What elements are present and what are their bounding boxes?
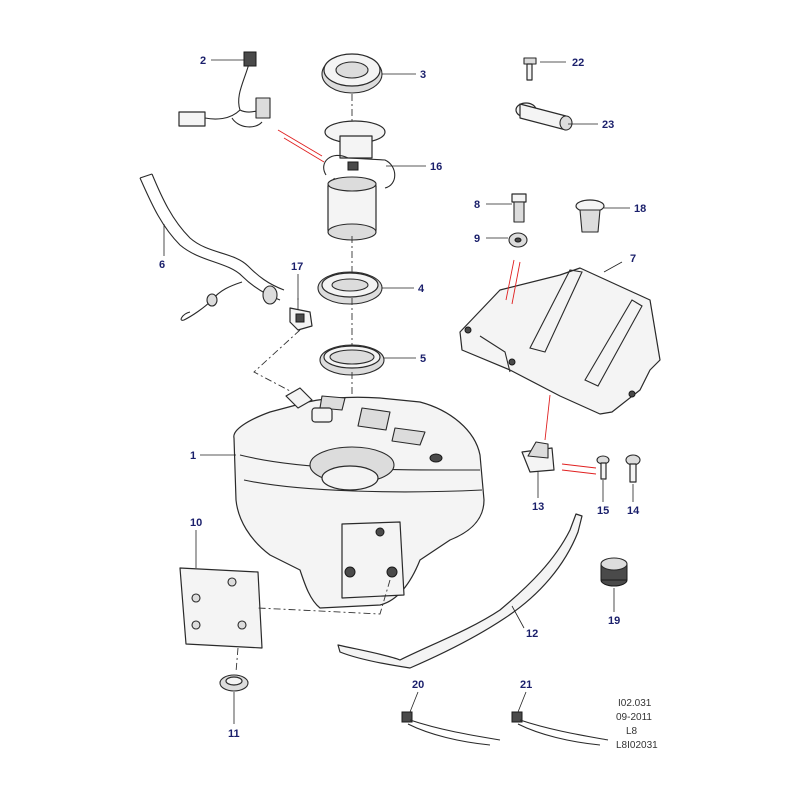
- callout-23: 23: [602, 119, 614, 131]
- callout-22: 22: [572, 57, 584, 69]
- part-17-clip: [289, 307, 313, 331]
- part-19-rubber-mount: [600, 557, 628, 587]
- part-5-tank-seal: [319, 344, 385, 376]
- part-22-screw: [523, 57, 537, 81]
- part-4-locking-ring: [317, 271, 383, 305]
- callout-19: 19: [608, 615, 620, 627]
- reference-model: L8: [626, 726, 638, 737]
- callout-10: 10: [190, 517, 202, 529]
- callout-11: 11: [228, 728, 240, 740]
- callout-14: 14: [627, 505, 640, 517]
- reference-code: I02.031: [618, 698, 652, 709]
- callout-4: 4: [418, 283, 425, 295]
- callout-9: 9: [474, 233, 480, 245]
- part-20-cable-tie: [401, 711, 501, 746]
- callout-21: 21: [520, 679, 532, 691]
- part-3-seal-ring: [321, 53, 383, 94]
- part-23-sleeve: [515, 102, 573, 131]
- part-10-heat-shield-plate: [179, 567, 263, 649]
- callout-2: 2: [200, 55, 206, 67]
- callout-15: 15: [597, 505, 609, 517]
- part-16-fuel-pump-module: [323, 120, 396, 241]
- callout-1: 1: [190, 450, 196, 462]
- part-7-underbody-shield: [459, 267, 661, 415]
- callout-8: 8: [474, 199, 480, 211]
- callout-5: 5: [420, 353, 426, 365]
- callout-17: 17: [291, 261, 303, 273]
- part-8-bolt: [511, 193, 527, 223]
- callout-3: 3: [420, 69, 426, 81]
- leader-lines: [163, 59, 634, 724]
- callout-6: 6: [159, 259, 165, 271]
- callout-20: 20: [412, 679, 424, 691]
- part-9-nut: [508, 232, 528, 248]
- callout-7: 7: [630, 253, 636, 265]
- part-11-grommet: [219, 674, 249, 692]
- part-15-bolt: [596, 455, 610, 480]
- part-2-wiring-harness: [178, 51, 271, 128]
- part-18-bush: [575, 199, 605, 233]
- callout-12: 12: [526, 628, 538, 640]
- callout-18: 18: [634, 203, 646, 215]
- part-13-bracket: [521, 441, 555, 473]
- reference-image-id: L8I02031: [616, 740, 658, 751]
- part-1-fuel-tank: [233, 387, 485, 609]
- callout-13: 13: [532, 501, 544, 513]
- callout-16: 16: [430, 161, 442, 173]
- callout-labels: 2 3 16 6 17 4 5 1 10 11 12 7 8 9 18 22 2…: [159, 55, 646, 740]
- part-12-tank-strap: [337, 513, 583, 669]
- assembly-lines: [235, 94, 391, 673]
- part-6-breather-hose: [139, 173, 285, 321]
- reference-date: 09-2011: [616, 712, 652, 723]
- part-21-cable-tie: [511, 711, 609, 746]
- indicator-arrows: [277, 129, 597, 475]
- reference-block: I02.031 09-2011 L8 L8I02031: [616, 698, 658, 751]
- part-14-bolt: [625, 454, 641, 483]
